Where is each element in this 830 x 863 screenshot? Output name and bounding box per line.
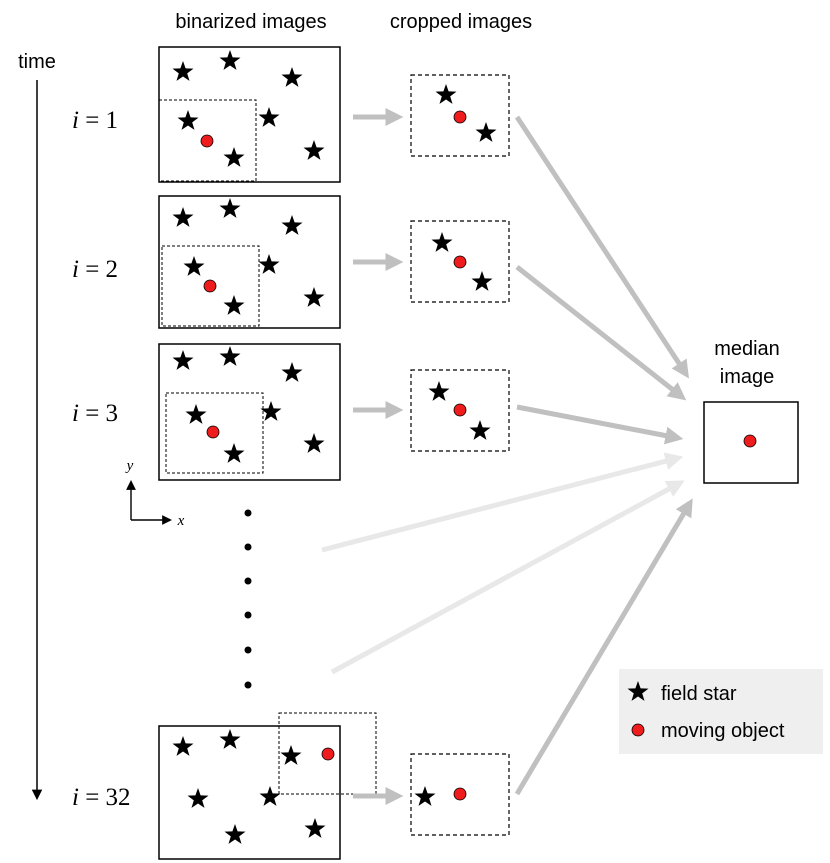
binarized-image-32	[158, 712, 377, 860]
moving-object	[321, 747, 335, 761]
moving-object	[743, 434, 757, 448]
y-axis-label: y	[125, 458, 134, 474]
median-image	[703, 401, 799, 484]
moving-object	[453, 403, 467, 417]
legend-moving-object-label: moving object	[661, 720, 785, 742]
binarized-image-2	[158, 195, 341, 329]
frame-label-32: i = 32	[72, 784, 131, 811]
moving-object	[200, 134, 214, 148]
crop-window	[278, 712, 377, 795]
legend	[619, 669, 823, 754]
cropped-image-32	[410, 753, 510, 836]
median-arrows	[321, 115, 693, 796]
binarized-image-3	[158, 343, 341, 481]
cropped-image-3	[410, 369, 510, 452]
crop-window	[161, 245, 260, 327]
moving-object	[453, 110, 467, 124]
crop-arrows	[353, 108, 404, 805]
crop-window	[165, 392, 264, 474]
binarized-images-header: binarized images	[175, 11, 326, 33]
binarized-image-1	[158, 46, 341, 183]
moving-object	[206, 425, 220, 439]
median-image-label-line1: median	[714, 338, 780, 360]
ellipsis-dots	[244, 509, 252, 689]
median-image-label-line2: image	[720, 366, 774, 388]
cropped-image-1	[410, 74, 510, 157]
frame-label-3: i = 3	[72, 400, 118, 427]
cropped-image-2	[410, 220, 510, 303]
cropped-images-header: cropped images	[390, 11, 532, 33]
moving-object	[203, 279, 217, 293]
legend-object-icon	[631, 723, 645, 737]
crop-window	[158, 99, 257, 182]
frame-label-1: i = 1	[72, 107, 118, 134]
moving-object	[453, 787, 467, 801]
x-axis-label: x	[177, 513, 185, 529]
legend-field-star-label: field star	[661, 683, 737, 705]
time-label: time	[18, 51, 56, 73]
moving-object	[453, 255, 467, 269]
frame-label-2: i = 2	[72, 256, 118, 283]
xy-axes	[126, 480, 172, 525]
